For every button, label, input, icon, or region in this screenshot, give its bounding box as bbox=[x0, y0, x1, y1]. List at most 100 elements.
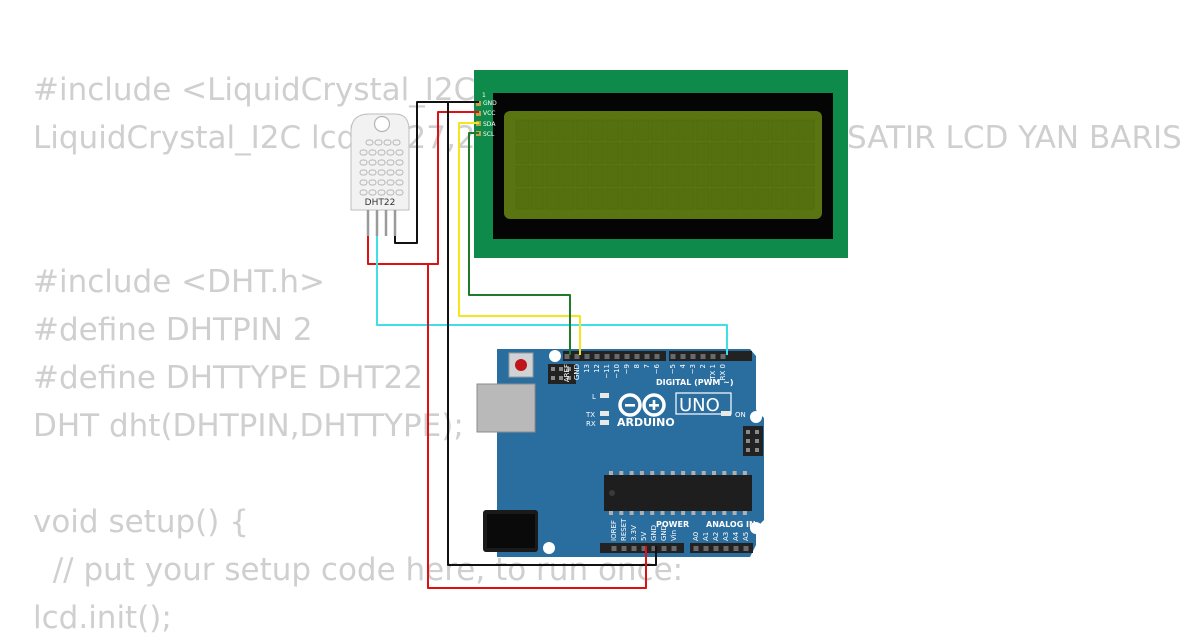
lcd-char-cell bbox=[575, 119, 590, 141]
lcd-char-cell bbox=[590, 188, 605, 210]
digital-pin-5[interactable] bbox=[670, 354, 676, 359]
lcd-char-cell bbox=[620, 119, 635, 141]
arduino-brand: ARDUINO bbox=[617, 416, 675, 429]
digital-pin-2[interactable] bbox=[700, 354, 706, 359]
analog-pin-label: A5 bbox=[742, 532, 750, 541]
power-pin-5v[interactable] bbox=[641, 546, 647, 551]
code-line: void setup() { bbox=[33, 504, 249, 540]
power-pin-ioref[interactable] bbox=[611, 546, 617, 551]
bottom-pin-holes[interactable] bbox=[611, 546, 749, 551]
power-header-label: POWER bbox=[656, 520, 689, 529]
analog-pin-a0[interactable] bbox=[693, 546, 699, 551]
wire-dht-data-pin2 bbox=[376, 236, 728, 355]
analog-pin-label: A3 bbox=[722, 532, 730, 541]
power-pin-vin[interactable] bbox=[671, 546, 677, 551]
lcd-char-cell bbox=[785, 188, 800, 210]
digital-pin-label: GND bbox=[573, 364, 581, 380]
lcd-char-cell bbox=[710, 188, 725, 210]
digital-header[interactable] bbox=[563, 351, 752, 361]
digital-pin-gnd[interactable] bbox=[574, 354, 580, 359]
digital-pin-9[interactable] bbox=[624, 354, 630, 359]
chip-leg bbox=[650, 511, 655, 515]
digital-pin-13[interactable] bbox=[584, 354, 590, 359]
power-pin-gnd[interactable] bbox=[651, 546, 657, 551]
lcd-pin-gnd[interactable] bbox=[476, 101, 481, 106]
analog-pin-a1[interactable] bbox=[703, 546, 709, 551]
chip-leg bbox=[639, 511, 644, 515]
chip-leg bbox=[742, 471, 747, 475]
power-pin-reset[interactable] bbox=[621, 546, 627, 551]
grille-slot bbox=[386, 169, 395, 176]
lcd-pin-label: 1 bbox=[482, 92, 486, 99]
lcd-char-cell bbox=[680, 188, 695, 210]
usb-connector bbox=[476, 383, 536, 433]
digital-pin-8[interactable] bbox=[634, 354, 640, 359]
lcd-char-cell bbox=[740, 142, 755, 164]
digital-pin-label: 7 bbox=[643, 364, 651, 368]
digital-pin-aref[interactable] bbox=[564, 354, 570, 359]
digital-pin-11[interactable] bbox=[604, 354, 610, 359]
lcd-char-cell bbox=[710, 165, 725, 187]
lcd-char-cell bbox=[725, 188, 740, 210]
digital-pin-label: ~5 bbox=[669, 364, 677, 374]
chip-leg bbox=[619, 471, 624, 475]
grille-slot bbox=[368, 189, 377, 196]
digital-pin-4[interactable] bbox=[680, 354, 686, 359]
power-pin-label: GND bbox=[660, 525, 668, 541]
analog-pin-a3[interactable] bbox=[723, 546, 729, 551]
analog-pin-label: A2 bbox=[712, 532, 720, 541]
lcd-char-cell bbox=[680, 165, 695, 187]
chip-leg bbox=[650, 471, 655, 475]
analog-pin-a5[interactable] bbox=[743, 546, 749, 551]
analog-header-label: ANALOG IN bbox=[706, 520, 756, 529]
power-pin-label: Vin bbox=[670, 530, 678, 541]
chip-leg bbox=[681, 511, 686, 515]
digital-pin-label: 4 bbox=[679, 363, 687, 368]
digital-pin-holes[interactable] bbox=[564, 354, 726, 359]
digital-pin-label: ~11 bbox=[603, 364, 611, 379]
digital-pin-label: ~6 bbox=[653, 363, 661, 374]
grille-slot bbox=[392, 139, 401, 146]
dht22-mount-hole bbox=[373, 115, 391, 133]
led-label: RX bbox=[586, 420, 596, 428]
digital-pin-rx0[interactable] bbox=[720, 354, 726, 359]
dht22-sensor[interactable]: DHT22 bbox=[350, 113, 410, 236]
lcd-char-cell bbox=[620, 165, 635, 187]
digital-pin-tx1[interactable] bbox=[710, 354, 716, 359]
lcd-pin-labels: 1 GND VCC SDA SCL bbox=[482, 92, 497, 138]
digital-pin-10[interactable] bbox=[614, 354, 620, 359]
digital-pin-7[interactable] bbox=[644, 354, 650, 359]
digital-pin-12[interactable] bbox=[594, 354, 600, 359]
digital-pin-3[interactable] bbox=[690, 354, 696, 359]
lcd-char-cell bbox=[605, 188, 620, 210]
uno-box bbox=[675, 392, 732, 415]
reset-button[interactable] bbox=[508, 352, 534, 378]
analog-pin-a4[interactable] bbox=[733, 546, 739, 551]
lcd-char-cell bbox=[545, 188, 560, 210]
lcd-char-cell bbox=[545, 142, 560, 164]
power-analog-headers[interactable] bbox=[600, 543, 753, 553]
dht22-pins[interactable] bbox=[366, 210, 397, 236]
grille-slot bbox=[368, 169, 377, 176]
power-pin-gnd[interactable] bbox=[661, 546, 667, 551]
icsp-header-top bbox=[548, 364, 576, 384]
grille-slot bbox=[359, 159, 368, 166]
analog-pin-a2[interactable] bbox=[713, 546, 719, 551]
microcontroller-chip bbox=[604, 471, 752, 515]
lcd-pin-label: SDA bbox=[483, 121, 496, 128]
lcd-char-cell bbox=[515, 165, 530, 187]
chip-leg bbox=[681, 471, 686, 475]
lcd-pin-vcc[interactable] bbox=[476, 111, 481, 116]
power-pin-33v[interactable] bbox=[631, 546, 637, 551]
mounting-hole bbox=[750, 522, 762, 534]
digital-pin-label: ~10 bbox=[613, 364, 621, 379]
chip-leg bbox=[691, 471, 696, 475]
lcd-module[interactable]: 1 GND VCC SDA SCL bbox=[474, 70, 848, 258]
reset-button-cap bbox=[515, 359, 527, 371]
grille-slot bbox=[377, 169, 386, 176]
digital-pin-6[interactable] bbox=[654, 354, 660, 359]
digital-pin-label: 13 bbox=[583, 364, 591, 373]
status-leds: L TX RX bbox=[585, 393, 609, 428]
lcd-char-cell bbox=[530, 188, 545, 210]
